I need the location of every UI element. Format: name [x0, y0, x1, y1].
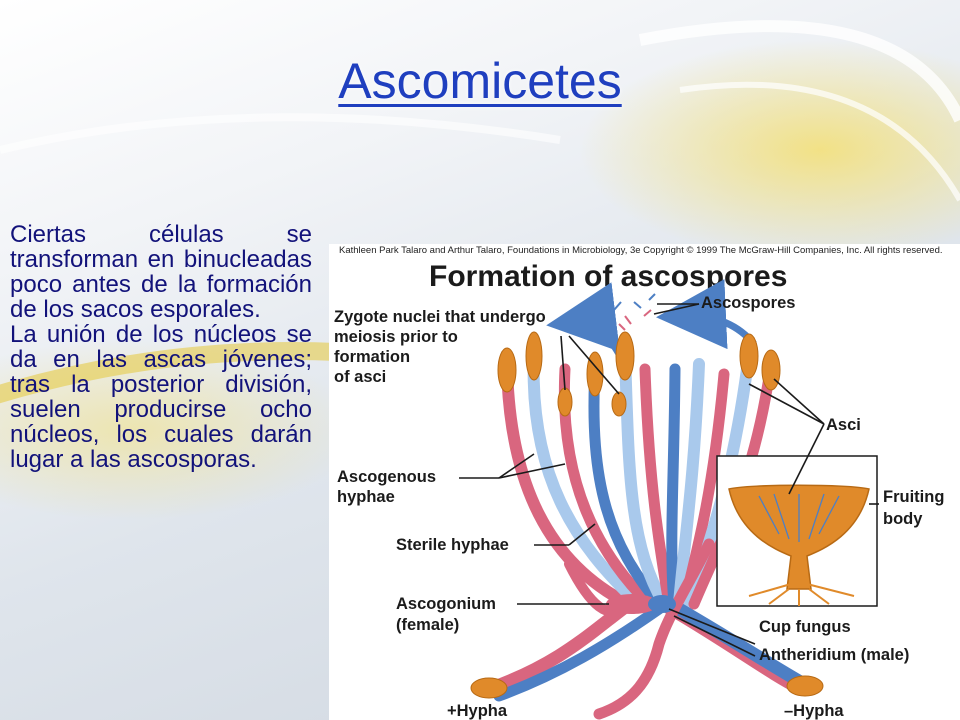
body-text: Ciertas células se transforman en binucl… — [10, 222, 312, 472]
figure-credit: Kathleen Park Talaro and Arthur Talaro, … — [339, 245, 943, 256]
dispersal-arrow-left — [546, 282, 623, 356]
figure-heading: Formation of ascospores — [429, 260, 787, 293]
label-plus-hypha: +Hypha — [447, 702, 508, 720]
cup-asci-lines — [758, 493, 840, 542]
cup-fungus-roots — [748, 583, 855, 606]
label-antheridium: Antheridium (male) — [759, 646, 909, 664]
label-ascogenous-1: Ascogenous — [337, 468, 436, 486]
label-zygote-3: formation — [334, 348, 410, 366]
label-sterile-hyphae: Sterile hyphae — [396, 536, 509, 554]
label-ascogonium-1: Ascogonium — [396, 595, 496, 613]
minus-hypha-end — [786, 675, 824, 697]
label-leader-lines — [459, 303, 879, 657]
plus-hypha-end — [470, 677, 508, 699]
ascogonium — [606, 594, 658, 614]
label-fruiting-1: Fruiting — [883, 488, 944, 506]
slide-title[interactable]: Ascomicetes — [338, 53, 622, 109]
scattered-ascospores — [613, 293, 656, 331]
label-minus-hypha: –Hypha — [784, 702, 844, 720]
label-fruiting-2: body — [883, 510, 923, 528]
label-zygote-4: of asci — [334, 368, 386, 386]
hyphae-strands — [482, 348, 811, 720]
label-zygote-1: Zygote nuclei that undergo — [334, 308, 546, 326]
label-asci: Asci — [826, 416, 861, 434]
label-ascogenous-2: hyphae — [337, 488, 395, 506]
ascospore-formation-figure: Kathleen Park Talaro and Arthur Talaro, … — [329, 244, 960, 720]
paragraph-1: Ciertas células se transforman en binucl… — [10, 221, 312, 323]
antheridium — [648, 595, 676, 613]
label-ascospores: Ascospores — [701, 294, 795, 312]
label-ascogonium-2: (female) — [396, 616, 459, 634]
paragraph-2: La unión de los núcleos se da en las asc… — [10, 321, 312, 473]
diagram-labels: Zygote nuclei that undergo meiosis prior… — [334, 294, 944, 720]
figure-diagram: Kathleen Park Talaro and Arthur Talaro, … — [334, 245, 944, 720]
label-zygote-2: meiosis prior to — [334, 328, 458, 346]
label-cup-fungus: Cup fungus — [759, 618, 851, 636]
